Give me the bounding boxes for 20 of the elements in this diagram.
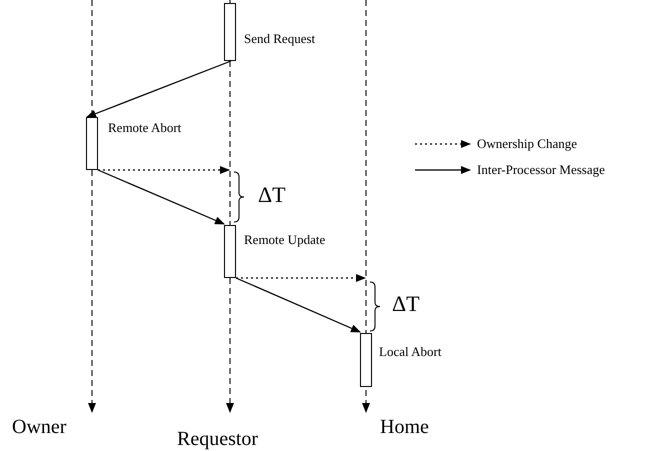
arrow: [98, 169, 225, 225]
activation-bar: [224, 3, 236, 61]
arrow: [86, 60, 232, 118]
arrow: [236, 277, 361, 333]
lifeline-label: Requestor: [177, 429, 258, 449]
activation-bar: [224, 225, 236, 278]
activation-bar: [86, 117, 98, 170]
step-label: Send Request: [244, 32, 316, 45]
interval-label: ΔT: [258, 184, 286, 206]
step-label: Remote Update: [244, 233, 326, 246]
legend-label: Ownership Change: [477, 137, 578, 150]
legend-label: Inter-Processor Message: [477, 163, 605, 176]
activation-bar: [360, 333, 372, 387]
step-label: Remote Abort: [108, 121, 182, 134]
lifeline-label: Owner: [12, 417, 66, 437]
lifeline-label: Home: [380, 417, 429, 437]
step-label: Local Abort: [379, 345, 442, 358]
dotted-arrow: [98, 166, 230, 174]
interval-label: ΔT: [392, 293, 420, 315]
dotted-arrow: [236, 274, 366, 282]
